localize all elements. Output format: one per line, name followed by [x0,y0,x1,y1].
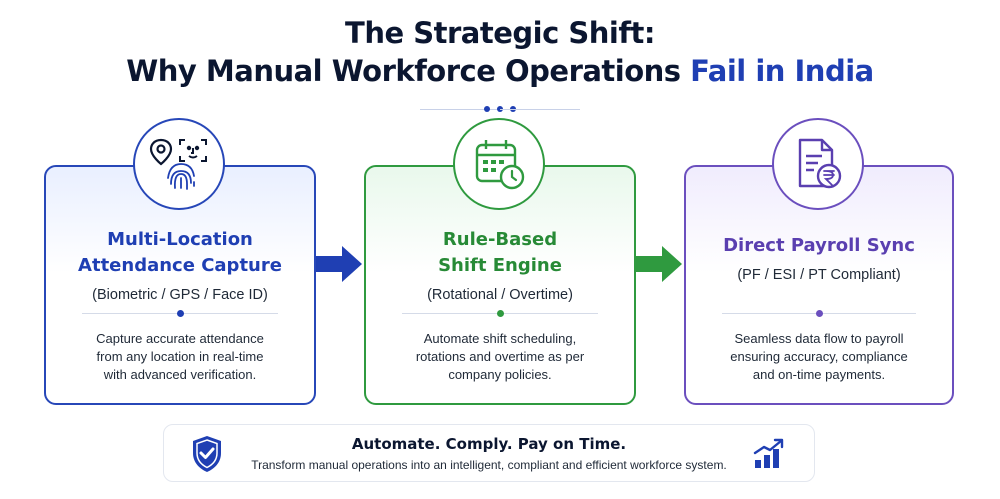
card-title: Direct Payroll Sync [723,235,915,256]
shift-badge [453,118,545,210]
footer-subtitle: Transform manual operations into an inte… [251,458,727,472]
card-title: Rule-Based Shift Engine [366,227,634,279]
title-line-2-accent: Fail in India [690,54,874,88]
card-separator [722,310,916,317]
card-title-line-2: Attendance Capture [78,255,282,276]
card-description: Automate shift scheduling, rotations and… [386,330,614,384]
calendar-clock-icon [475,140,525,190]
card-desc-line-2: rotations and overtime as per [415,349,585,364]
divider-dots [484,106,516,114]
card-desc-line-2: ensuring accuracy, compliance [730,349,908,364]
card-desc-line-3: with advanced verification. [103,367,257,382]
divider-line-left [420,109,500,110]
card-subtitle: (Biometric / GPS / Face ID) [92,287,268,303]
page-title: The Strategic Shift: Why Manual Workforc… [0,14,1000,90]
card-desc-line-3: company policies. [448,367,552,382]
card-desc-line-2: from any location in real-time [96,349,264,364]
card-separator [402,310,598,317]
card-desc-line-1: Capture accurate attendance [96,331,264,346]
divider-line-right [500,109,580,110]
card-description: Capture accurate attendance from any loc… [66,330,294,384]
location-pin-icon [149,138,173,166]
card-separator [82,310,278,317]
card-subtitle: (PF / ESI / PT Compliant) [737,267,901,283]
attendance-badge [133,118,225,210]
card-description: Seamless data flow to payroll ensuring a… [706,330,932,384]
fingerprint-icon [167,163,195,190]
card-desc-line-1: Automate shift scheduling, [423,331,577,346]
shield-check-icon [193,436,221,472]
card-attendance-capture: Multi-Location Attendance Capture (Biome… [44,165,316,405]
payroll-badge [772,118,864,210]
title-divider [0,104,1000,116]
title-line-2-main: Why Manual Workforce Operations [126,54,691,88]
footer-title: Automate. Comply. Pay on Time. [351,435,627,453]
growth-chart-icon [753,438,784,468]
card-title-line-1: Rule-Based [442,229,558,250]
title-line-1: The Strategic Shift: [345,16,655,50]
card-title-line-2: Shift Engine [438,255,562,276]
flow-arrow-2 [636,246,682,282]
footer-banner: Automate. Comply. Pay on Time. Transform… [163,424,815,482]
card-desc-line-3: and on-time payments. [752,367,886,382]
card-subtitle: (Rotational / Overtime) [427,287,573,303]
card-title-line-1: Multi-Location [107,229,253,250]
flow-arrow-1 [316,246,362,282]
card-desc-line-1: Seamless data flow to payroll [734,331,904,346]
title-line-2: Why Manual Workforce Operations Fail in … [0,52,1000,90]
rupee-document-icon [798,138,842,189]
face-id-icon [179,139,207,162]
card-title: Multi-Location Attendance Capture [46,227,314,279]
